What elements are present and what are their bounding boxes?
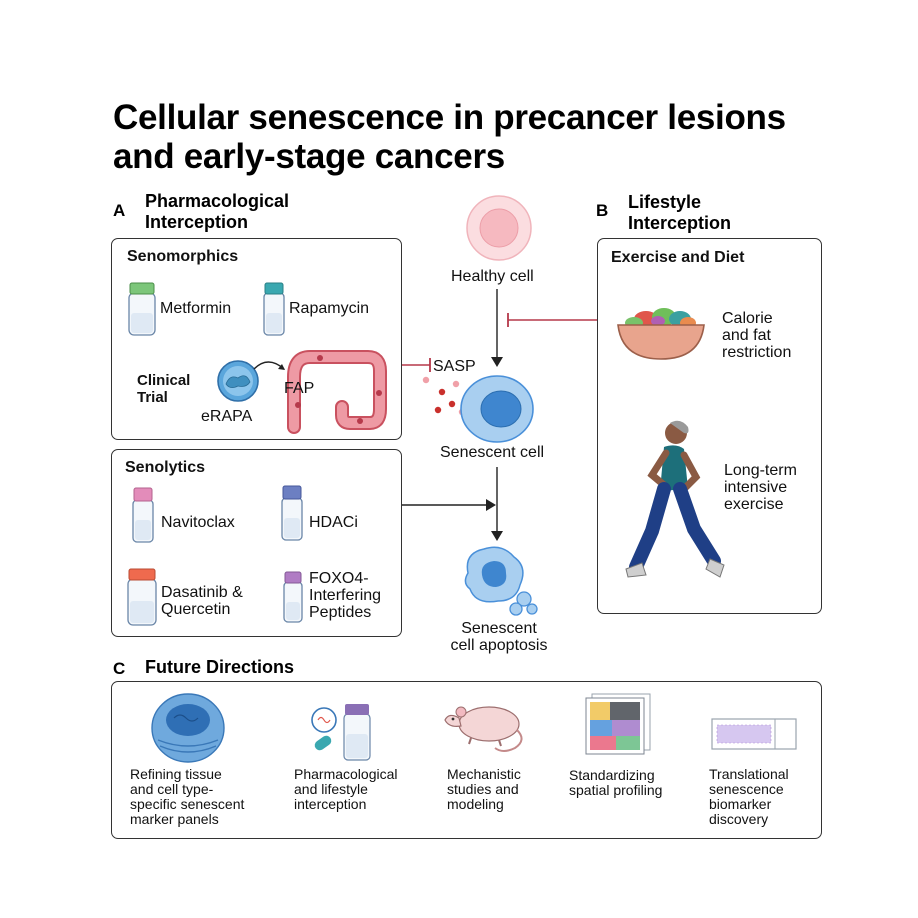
salad-bowl-icon <box>617 308 705 360</box>
drug-vial-icon <box>311 704 371 761</box>
section-b-title: Lifestyle Interception <box>628 192 732 233</box>
senolytics-title: Senolytics <box>125 459 206 476</box>
future-item-4: Standardizing spatial profiling <box>569 767 663 798</box>
future-item-2: Pharmacological and lifestyle intercepti… <box>294 766 398 812</box>
healthy-cell-label: Healthy cell <box>451 268 534 285</box>
lifestyle-inhibit-line <box>507 313 598 327</box>
arrow-to-apoptosis <box>491 467 503 541</box>
navitoclax-label: Navitoclax <box>161 514 235 531</box>
hdaci-label: HDACi <box>309 514 358 531</box>
rapamycin-vial-icon <box>263 282 285 336</box>
senolytics-box: Senolytics Navitoclax HDACi Dasatinib & … <box>111 449 402 637</box>
exercise-diet-box: Exercise and Diet Calorie and fat restri… <box>597 238 822 614</box>
navitoclax-vial-icon <box>132 487 154 543</box>
exercise-label: Long-term intensive exercise <box>724 462 797 513</box>
healthy-cell-icon <box>466 195 532 261</box>
senescent-cell-label: Senescent cell <box>440 444 545 461</box>
foxo4-label: FOXO4- Interfering Peptides <box>309 570 382 621</box>
section-c-title: Future Directions <box>145 657 295 677</box>
exercise-diet-title: Exercise and Diet <box>611 249 745 266</box>
senolytics-arrow <box>402 499 496 511</box>
biomarker-slide-icon <box>711 718 797 750</box>
colon-fap-icon <box>287 350 387 434</box>
dasatinib-vial-icon <box>127 568 157 626</box>
senomorphics-title: Senomorphics <box>127 248 239 265</box>
senomorphics-box: Senomorphics Metformin Rapamycin Clinica… <box>111 238 402 440</box>
runner-icon <box>625 420 725 578</box>
clinical-trial-label: Clinical Trial <box>137 372 191 406</box>
arrow-to-senescent <box>491 289 503 367</box>
future-directions-box: Refining tissue and cell type- specific … <box>111 681 822 839</box>
future-item-1: Refining tissue and cell type- specific … <box>130 766 245 827</box>
apoptotic-cell-icon <box>464 546 538 616</box>
diet-label: Calorie and fat restriction <box>722 310 792 361</box>
future-item-3: Mechanistic studies and modeling <box>447 766 521 812</box>
section-a-title: Pharmacological Interception <box>145 191 290 232</box>
rapamycin-label: Rapamycin <box>289 300 370 317</box>
section-c-letter: C <box>113 659 126 678</box>
metformin-label: Metformin <box>160 300 232 317</box>
senomorphics-inhibit-line <box>402 358 431 372</box>
erapa-label: eRAPA <box>201 408 253 425</box>
senescent-cell-icon <box>460 375 534 443</box>
erapa-capsule-icon <box>217 360 259 402</box>
section-a-letter: A <box>113 201 126 220</box>
metformin-vial-icon <box>128 282 156 336</box>
mouse-model-icon <box>444 706 523 752</box>
hdaci-vial-icon <box>281 485 303 541</box>
page-title: Cellular senescence in precancer lesions… <box>113 98 786 176</box>
erapa-arrow-icon <box>253 361 285 370</box>
cell-marker-icon <box>151 693 225 763</box>
spatial-grid-icon <box>585 693 651 755</box>
apoptosis-label: Senescent cell apoptosis <box>450 620 548 654</box>
section-b-letter: B <box>596 201 609 220</box>
dasatinib-label: Dasatinib & Quercetin <box>161 584 243 618</box>
fap-label: FAP <box>284 380 315 397</box>
sasp-label: SASP <box>433 358 476 375</box>
foxo4-vial-icon <box>283 571 303 623</box>
future-item-5: Translational senescence biomarker disco… <box>709 766 789 827</box>
